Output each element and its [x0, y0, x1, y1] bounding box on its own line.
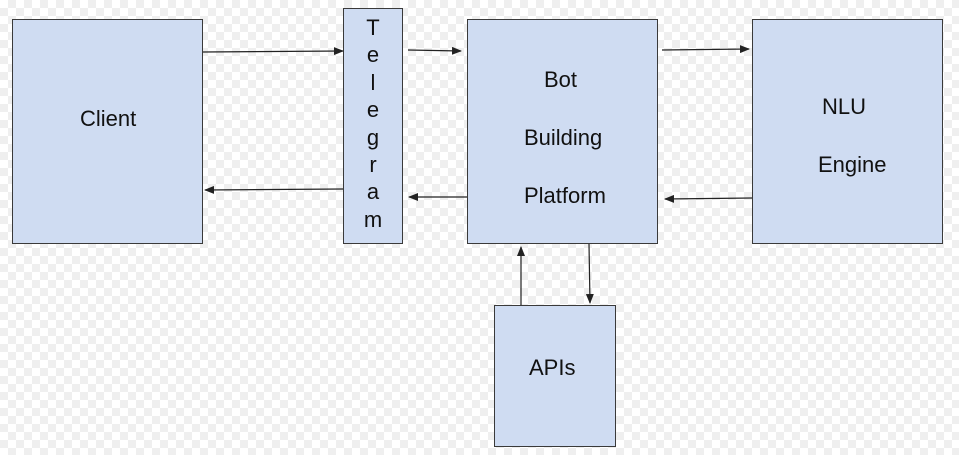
arrow-telegram-to-bot-platform	[407, 46, 462, 55]
telegram-letter: a	[366, 179, 380, 205]
telegram-letter: g	[366, 124, 380, 150]
telegram-letter: e	[366, 42, 380, 68]
telegram-letter: l	[370, 69, 376, 95]
nlu-engine-line-2: Engine	[818, 152, 887, 177]
arrow-bot-platform-to-apis	[585, 243, 594, 304]
bot-platform-line-1: Bot	[544, 67, 578, 92]
telegram-letter: e	[366, 97, 380, 123]
client-box: Client	[12, 19, 203, 244]
nlu-engine-line-1: NLU	[822, 94, 867, 119]
telegram-letter: T	[366, 15, 380, 40]
apis-box: APIs	[494, 305, 616, 447]
arrow-bot-platform-to-nlu-engine	[661, 45, 750, 54]
arrow-nlu-engine-to-bot-platform	[664, 194, 753, 203]
bot-platform-line-3: Platform	[524, 183, 606, 208]
apis-label: APIs	[529, 355, 576, 380]
bot-building-platform-box: Bot Building Platform	[467, 19, 658, 244]
client-label: Client	[80, 106, 137, 131]
nlu-engine-box: NLU Engine	[752, 19, 943, 244]
bot-platform-line-2: Building	[524, 125, 603, 150]
arrow-telegram-to-client	[204, 185, 344, 194]
telegram-letter: r	[369, 151, 377, 177]
telegram-letter: m	[363, 206, 383, 232]
arrow-client-to-telegram	[202, 47, 344, 56]
